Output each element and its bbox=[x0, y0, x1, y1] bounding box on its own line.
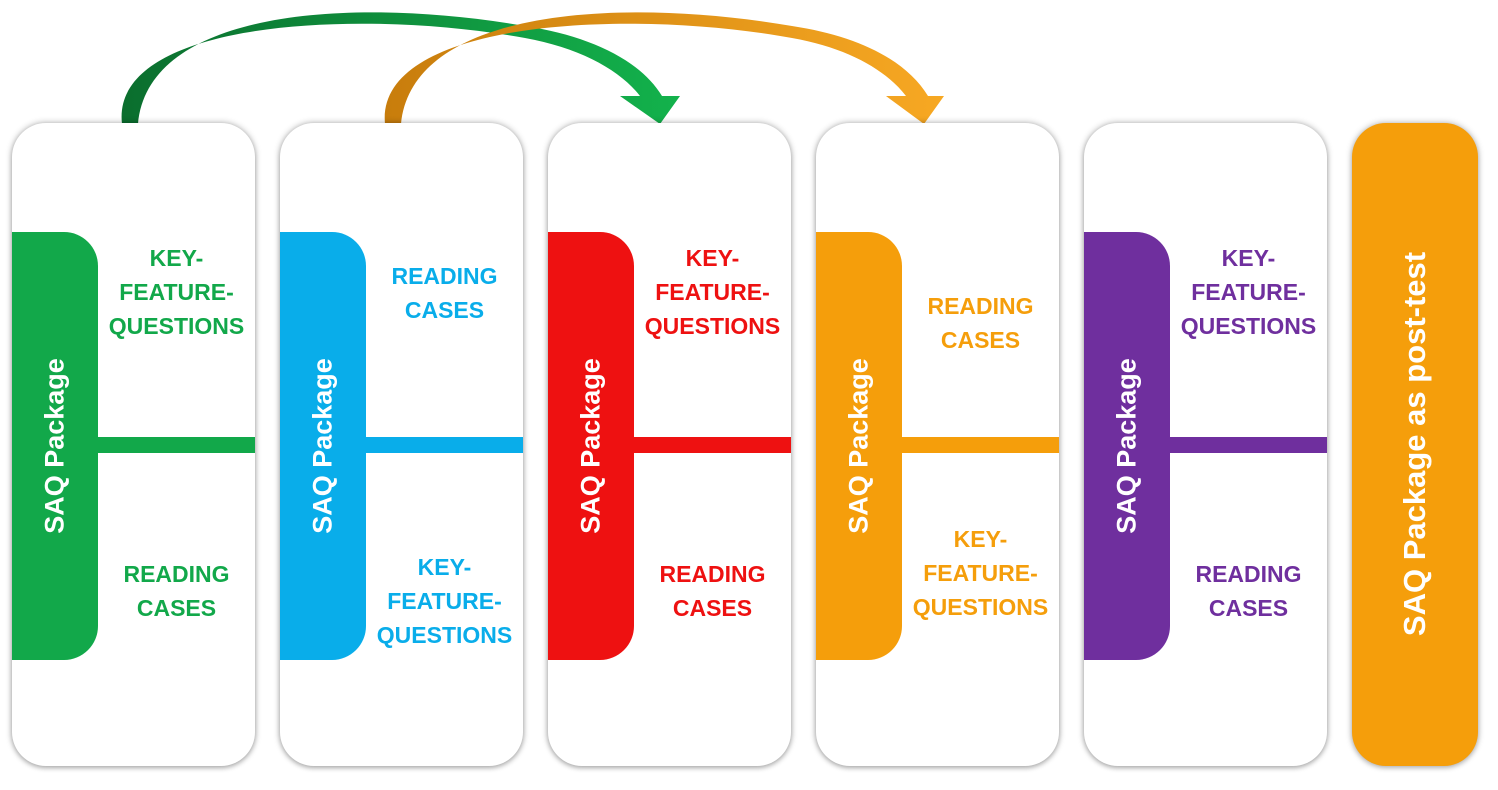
package-top-text: KEY- FEATURE- QUESTIONS bbox=[644, 245, 781, 339]
package-divider bbox=[902, 437, 1059, 453]
package-top-text: KEY- FEATURE- QUESTIONS bbox=[108, 245, 245, 339]
package-tab-label: SAQ Package bbox=[1111, 358, 1142, 534]
package-tab-label: SAQ Package bbox=[307, 358, 338, 534]
package-bottom-text: READING CASES bbox=[123, 561, 230, 621]
package-tab: SAQ Package bbox=[548, 232, 634, 660]
package-divider bbox=[98, 437, 255, 453]
package-tab: SAQ Package bbox=[816, 232, 902, 660]
package-top-text: READING CASES bbox=[391, 263, 498, 323]
package-tab: SAQ Package bbox=[12, 232, 98, 660]
package-card-2: SAQ Package READING CASES KEY- FEATURE- … bbox=[280, 123, 523, 766]
package-card-5: SAQ Package KEY- FEATURE- QUESTIONS READ… bbox=[1084, 123, 1327, 766]
package-bottom-text: KEY- FEATURE- QUESTIONS bbox=[912, 526, 1049, 620]
package-divider bbox=[1170, 437, 1327, 453]
package-bottom-text: READING CASES bbox=[659, 561, 766, 621]
arrow-orange bbox=[384, 12, 944, 125]
package-tab-label: SAQ Package bbox=[575, 358, 606, 534]
arrow-green bbox=[121, 12, 681, 125]
package-tab-label: SAQ Package bbox=[843, 358, 874, 534]
package-top-text: READING CASES bbox=[927, 293, 1034, 353]
package-card-1: SAQ Package KEY- FEATURE- QUESTIONS READ… bbox=[12, 123, 255, 766]
package-divider bbox=[366, 437, 523, 453]
package-tab: SAQ Package bbox=[1084, 232, 1170, 660]
arrow-green-body bbox=[121, 12, 681, 125]
post-test-card: SAQ Package as post-test bbox=[1352, 123, 1478, 766]
package-top-text: KEY- FEATURE- QUESTIONS bbox=[1180, 245, 1317, 339]
package-card-4: SAQ Package READING CASES KEY- FEATURE- … bbox=[816, 123, 1059, 766]
post-test-label: SAQ Package as post-test bbox=[1397, 251, 1432, 637]
package-card-3: SAQ Package KEY- FEATURE- QUESTIONS READ… bbox=[548, 123, 791, 766]
package-bottom-text: READING CASES bbox=[1195, 561, 1302, 621]
arrow-orange-body bbox=[384, 12, 944, 125]
package-tab-label: SAQ Package bbox=[39, 358, 70, 534]
package-tab: SAQ Package bbox=[280, 232, 366, 660]
package-divider bbox=[634, 437, 791, 453]
transition-arrows bbox=[121, 12, 944, 125]
package-bottom-text: KEY- FEATURE- QUESTIONS bbox=[376, 554, 513, 648]
